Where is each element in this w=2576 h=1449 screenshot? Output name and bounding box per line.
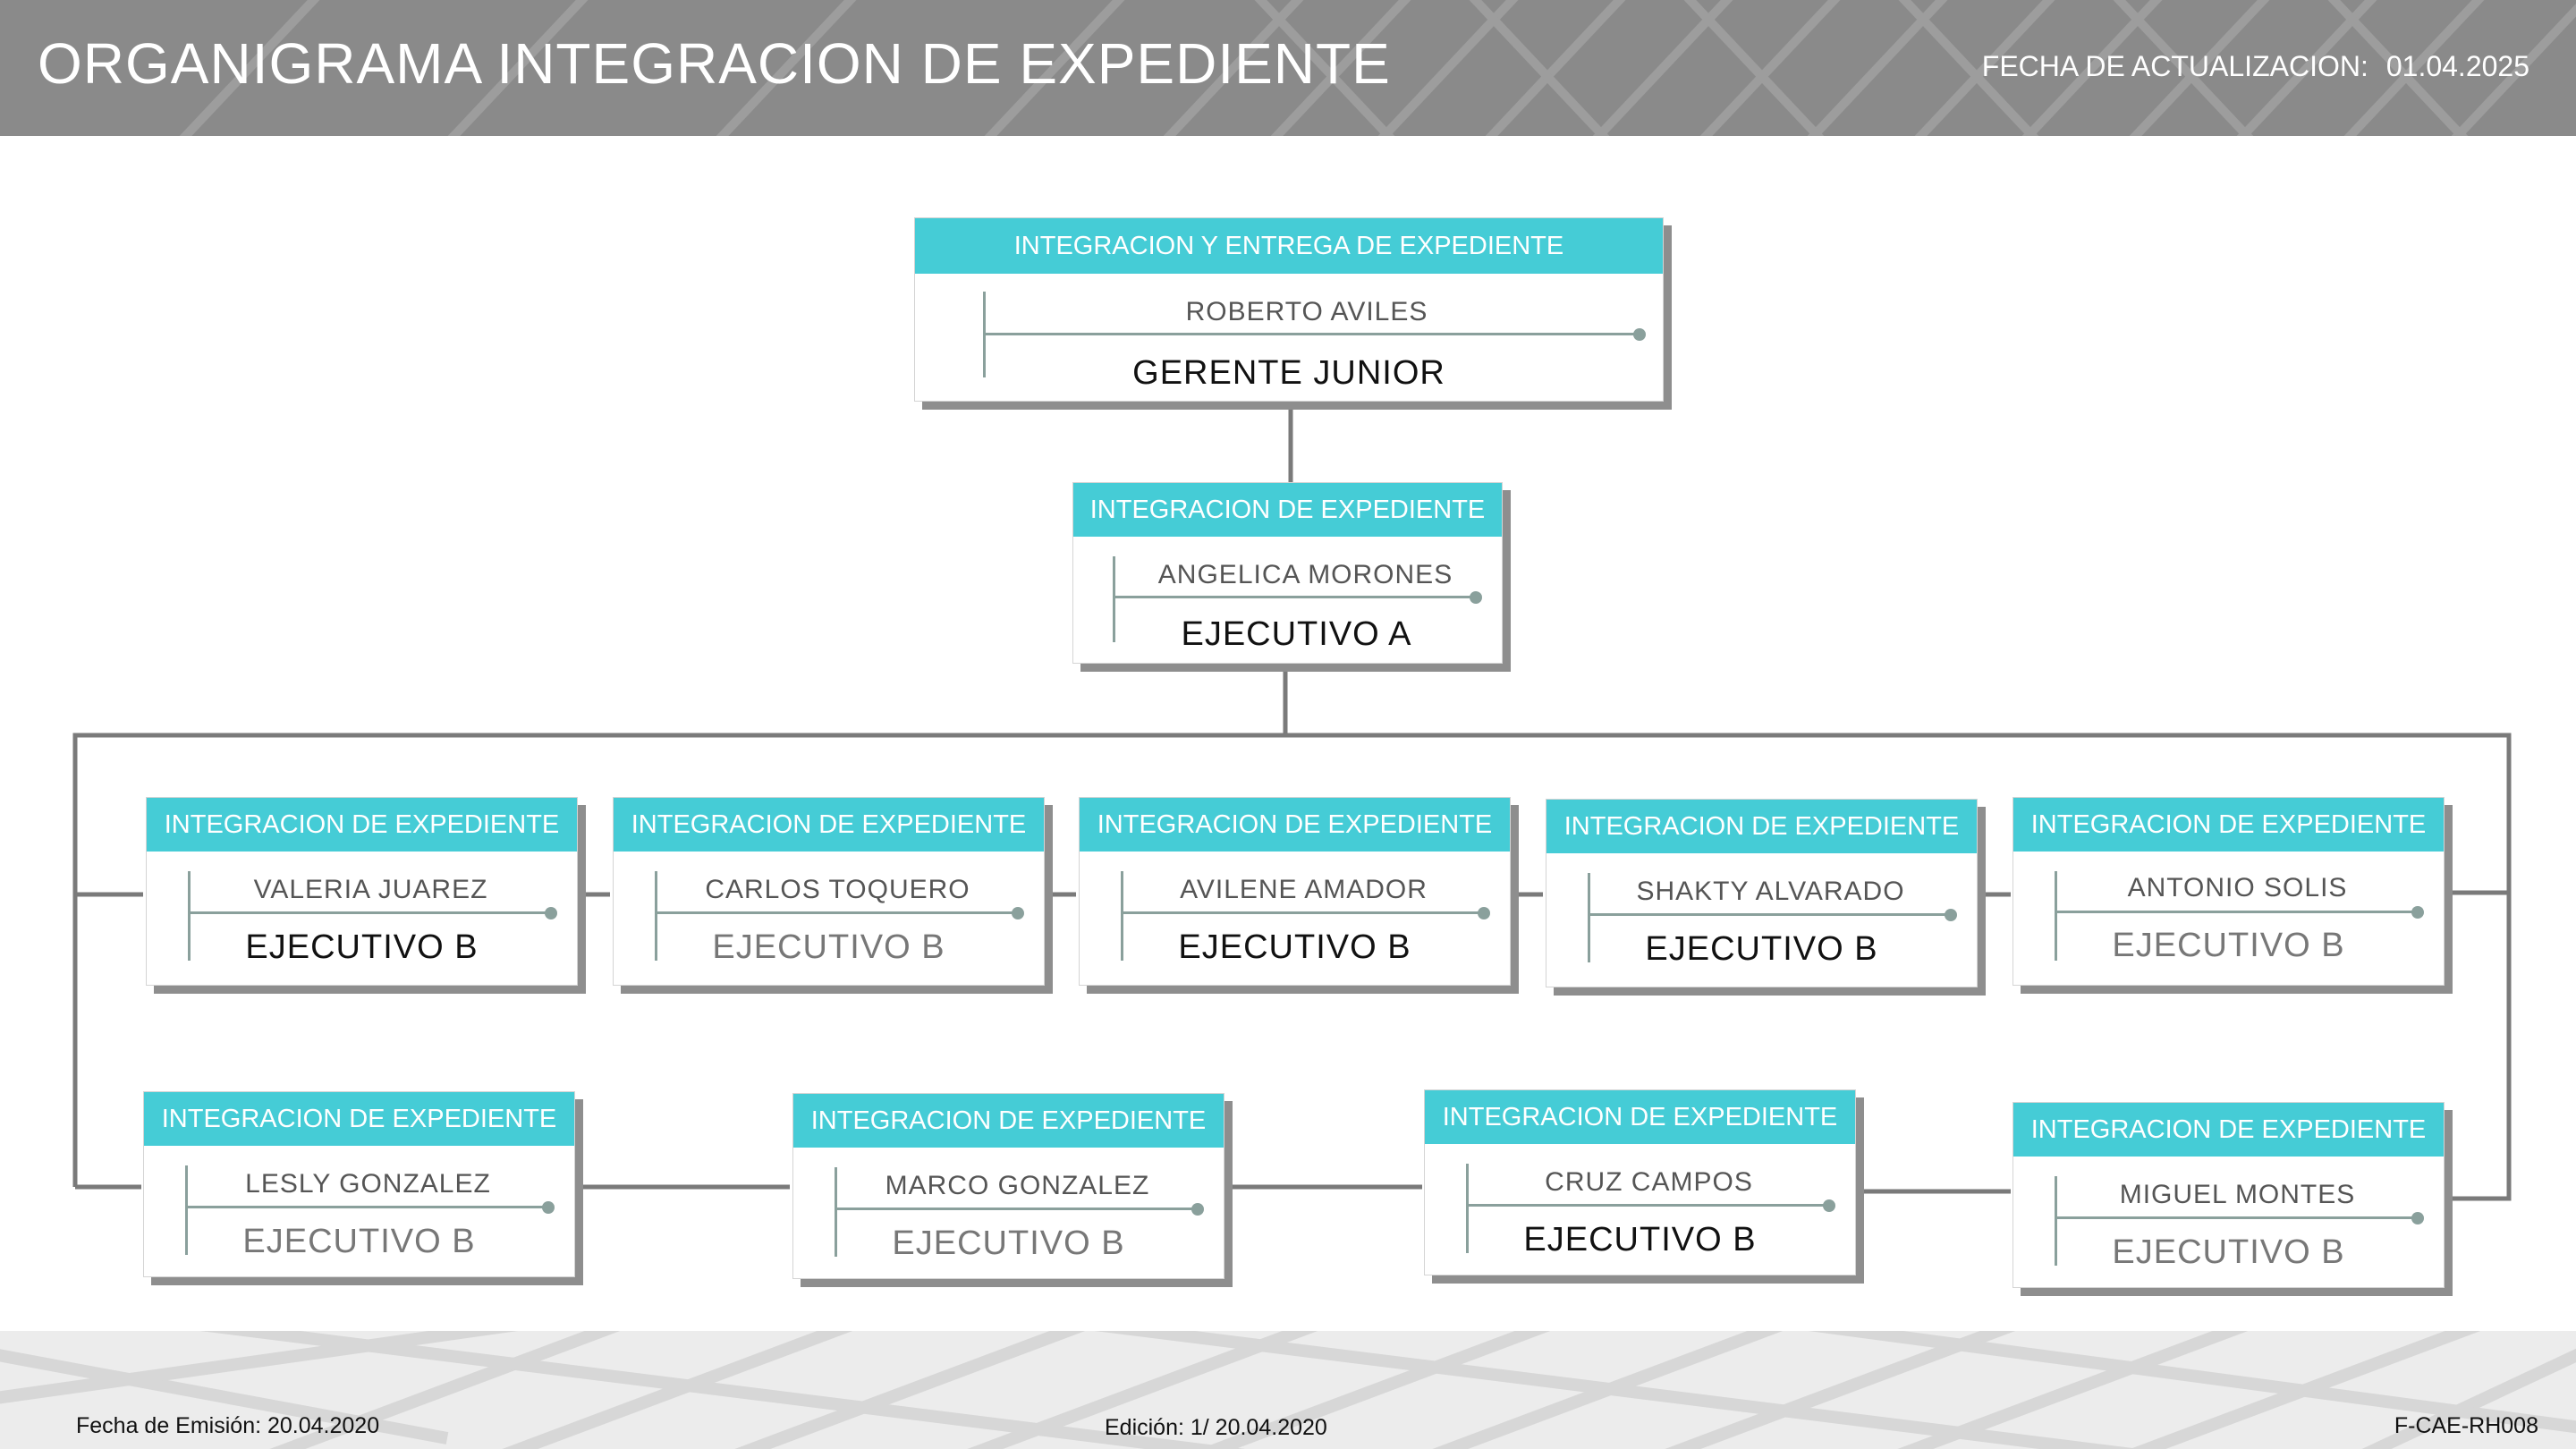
org-node-level2: INTEGRACION DE EXPEDIENTE ANGELICA MORON… bbox=[1072, 482, 1503, 664]
node-horizontal-rule bbox=[1113, 596, 1476, 598]
node-unit-label: INTEGRACION DE EXPEDIENTE bbox=[793, 1094, 1224, 1148]
org-node-carlos: INTEGRACION DE EXPEDIENTE CARLOS TOQUERO… bbox=[613, 797, 1045, 986]
node-unit-label: INTEGRACION DE EXPEDIENTE bbox=[1073, 483, 1502, 537]
node-horizontal-rule bbox=[655, 911, 1018, 914]
node-unit-label: INTEGRACION DE EXPEDIENTE bbox=[2013, 1103, 2444, 1157]
node-rule-dot bbox=[542, 1201, 555, 1214]
node-horizontal-rule bbox=[1466, 1204, 1829, 1207]
node-person-name: MARCO GONZALEZ bbox=[885, 1171, 1150, 1200]
node-role: EJECUTIVO B bbox=[1523, 1221, 1757, 1258]
org-node-marco: INTEGRACION DE EXPEDIENTE MARCO GONZALEZ… bbox=[792, 1093, 1224, 1279]
node-rule-dot bbox=[1478, 907, 1490, 919]
org-node-miguel: INTEGRACION DE EXPEDIENTE MIGUEL MONTES … bbox=[2012, 1102, 2445, 1288]
footer-band: Fecha de Emisión: 20.04.2020 Edición: 1/… bbox=[0, 1331, 2576, 1449]
org-node-lesly: INTEGRACION DE EXPEDIENTE LESLY GONZALEZ… bbox=[143, 1091, 575, 1277]
node-horizontal-rule bbox=[1588, 913, 1951, 916]
node-role: EJECUTIVO B bbox=[2112, 1233, 2345, 1271]
node-person-name: VALERIA JUAREZ bbox=[253, 875, 488, 904]
node-rule-dot bbox=[1945, 909, 1957, 921]
node-vertical-rule bbox=[188, 871, 191, 961]
node-person-name: SHAKTY ALVARADO bbox=[1636, 877, 1905, 906]
node-role: EJECUTIVO A bbox=[1181, 615, 1412, 653]
node-person-name: LESLY GONZALEZ bbox=[245, 1169, 491, 1199]
node-rule-dot bbox=[2411, 906, 2424, 919]
node-horizontal-rule bbox=[1121, 911, 1484, 914]
node-role: EJECUTIVO B bbox=[1178, 928, 1411, 966]
node-horizontal-rule bbox=[2055, 911, 2418, 913]
node-rule-dot bbox=[1823, 1199, 1835, 1212]
node-unit-label: INTEGRACION DE EXPEDIENTE bbox=[1546, 800, 1977, 853]
footer-document-code: F-CAE-RH008 bbox=[2394, 1413, 2538, 1438]
node-person-name: ANTONIO SOLIS bbox=[2127, 873, 2348, 902]
node-vertical-rule bbox=[835, 1167, 837, 1257]
footer-emission-date: Fecha de Emisión: 20.04.2020 bbox=[76, 1413, 380, 1438]
node-person-name: CRUZ CAMPOS bbox=[1545, 1167, 1753, 1197]
header-band: ORGANIGRAMA INTEGRACION DE EXPEDIENTE FE… bbox=[0, 0, 2576, 136]
node-horizontal-rule bbox=[835, 1208, 1198, 1210]
node-person-name: ROBERTO AVILES bbox=[1185, 297, 1428, 326]
node-vertical-rule bbox=[1588, 873, 1590, 962]
node-unit-label: INTEGRACION DE EXPEDIENTE bbox=[147, 798, 577, 852]
node-unit-label: INTEGRACION DE EXPEDIENTE bbox=[2013, 798, 2444, 852]
node-role: EJECUTIVO B bbox=[242, 1223, 476, 1260]
footer-background-pattern bbox=[0, 1331, 2576, 1449]
org-node-avilene: INTEGRACION DE EXPEDIENTE AVILENE AMADOR… bbox=[1079, 797, 1511, 986]
node-vertical-rule bbox=[655, 871, 657, 961]
node-horizontal-rule bbox=[2055, 1216, 2418, 1219]
node-role: EJECUTIVO B bbox=[1645, 930, 1878, 968]
node-vertical-rule bbox=[1113, 556, 1115, 642]
node-unit-label: INTEGRACION DE EXPEDIENTE bbox=[144, 1092, 574, 1146]
node-rule-dot bbox=[1470, 591, 1482, 604]
header-background-pattern bbox=[179, 0, 2576, 136]
node-rule-dot bbox=[1633, 328, 1646, 341]
org-node-antonio: INTEGRACION DE EXPEDIENTE ANTONIO SOLIS … bbox=[2012, 797, 2445, 986]
node-person-name: CARLOS TOQUERO bbox=[705, 875, 970, 904]
node-vertical-rule bbox=[185, 1165, 188, 1255]
node-vertical-rule bbox=[2055, 1176, 2057, 1266]
node-unit-label: INTEGRACION DE EXPEDIENTE bbox=[1425, 1090, 1855, 1144]
node-vertical-rule bbox=[1466, 1164, 1469, 1253]
update-label: FECHA DE ACTUALIZACION: bbox=[1981, 50, 2368, 82]
page-title: ORGANIGRAMA INTEGRACION DE EXPEDIENTE bbox=[38, 31, 1391, 96]
node-horizontal-rule bbox=[188, 911, 551, 914]
node-rule-dot bbox=[2411, 1212, 2424, 1224]
node-role: EJECUTIVO B bbox=[245, 928, 479, 966]
node-unit-label: INTEGRACION DE EXPEDIENTE bbox=[1080, 798, 1510, 852]
node-role: EJECUTIVO B bbox=[892, 1224, 1125, 1262]
node-role: GERENTE JUNIOR bbox=[1132, 354, 1445, 392]
org-node-top: INTEGRACION Y ENTREGA DE EXPEDIENTE ROBE… bbox=[914, 217, 1664, 402]
node-vertical-rule bbox=[1121, 871, 1123, 961]
node-horizontal-rule bbox=[185, 1206, 548, 1208]
node-rule-dot bbox=[1191, 1203, 1204, 1216]
footer-edition: Edición: 1/ 20.04.2020 bbox=[1105, 1415, 1327, 1440]
node-horizontal-rule bbox=[983, 333, 1640, 335]
node-person-name: MIGUEL MONTES bbox=[2119, 1180, 2356, 1209]
node-unit-label: INTEGRACION DE EXPEDIENTE bbox=[614, 798, 1044, 852]
org-node-valeria: INTEGRACION DE EXPEDIENTE VALERIA JUAREZ… bbox=[146, 797, 578, 986]
node-person-name: AVILENE AMADOR bbox=[1180, 875, 1428, 904]
node-unit-label: INTEGRACION Y ENTREGA DE EXPEDIENTE bbox=[915, 218, 1663, 274]
node-vertical-rule bbox=[2055, 871, 2057, 961]
node-person-name: ANGELICA MORONES bbox=[1157, 560, 1453, 589]
node-role: EJECUTIVO B bbox=[2112, 927, 2345, 964]
org-node-cruz: INTEGRACION DE EXPEDIENTE CRUZ CAMPOS EJ… bbox=[1424, 1089, 1856, 1275]
node-role: EJECUTIVO B bbox=[712, 928, 945, 966]
update-date: FECHA DE ACTUALIZACION: 01.04.2025 bbox=[1982, 50, 2529, 83]
update-value: 01.04.2025 bbox=[2385, 50, 2529, 82]
node-rule-dot bbox=[1012, 907, 1024, 919]
node-rule-dot bbox=[545, 907, 557, 919]
org-node-shakty: INTEGRACION DE EXPEDIENTE SHAKTY ALVARAD… bbox=[1546, 799, 1978, 987]
